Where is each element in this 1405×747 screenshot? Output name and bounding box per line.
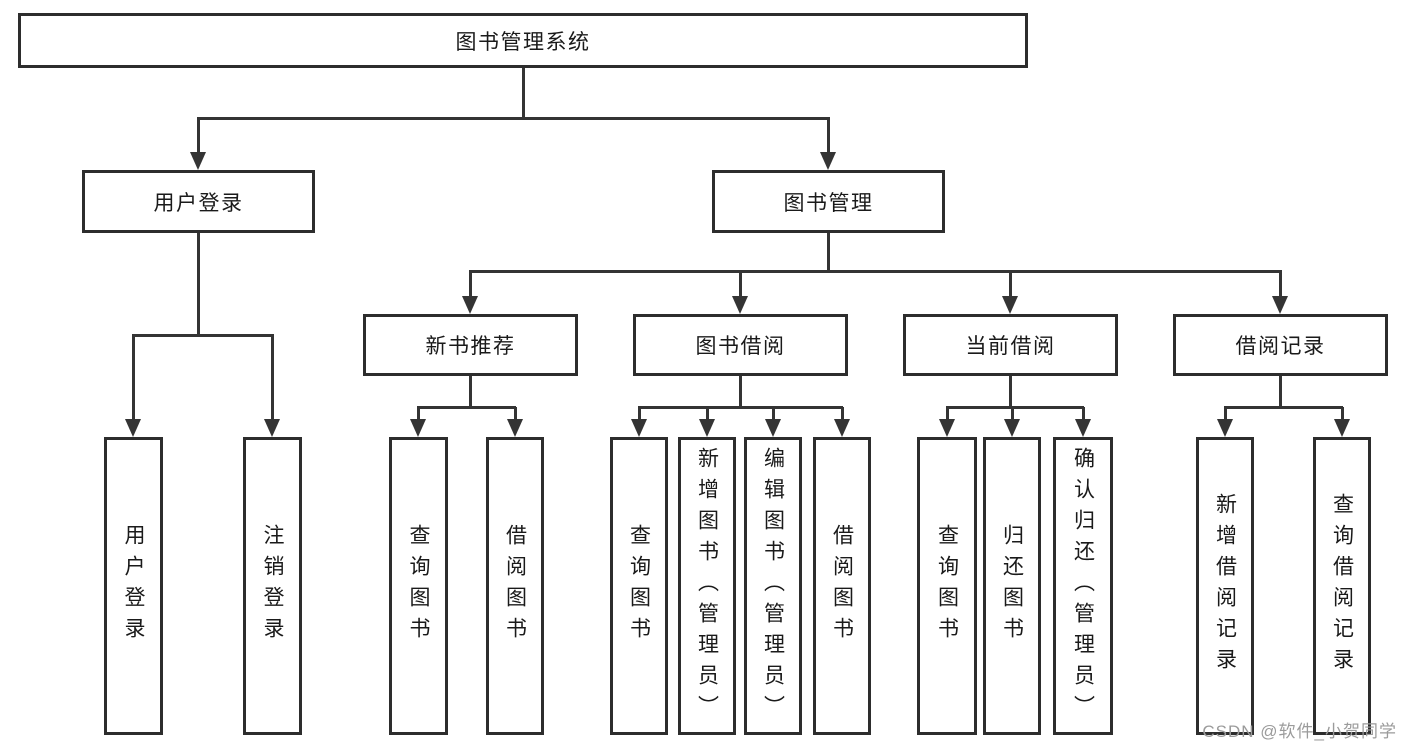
leaf-label: 查询图书 bbox=[935, 524, 959, 648]
leaf-borrow-books-1: 借阅图书 bbox=[486, 437, 544, 735]
arrow-down-icon bbox=[1272, 296, 1288, 314]
leaf-query-books-1: 查询图书 bbox=[389, 437, 448, 735]
arrow-down-icon bbox=[1075, 419, 1091, 437]
connector-line bbox=[946, 407, 949, 420]
leaf-add-books-admin: 新增图书（管理员） bbox=[678, 437, 736, 735]
leaf-label: 编辑图书（管理员） bbox=[761, 446, 785, 726]
arrow-down-icon bbox=[1004, 419, 1020, 437]
node-borrow-record: 借阅记录 bbox=[1173, 314, 1388, 376]
leaf-return-books: 归还图书 bbox=[983, 437, 1041, 735]
node-label: 新书推荐 bbox=[425, 335, 516, 358]
leaf-add-borrow-record: 新增借阅记录 bbox=[1196, 437, 1254, 735]
connector-line bbox=[827, 118, 830, 154]
connector-line bbox=[469, 270, 1282, 273]
arrow-down-icon bbox=[1217, 419, 1233, 437]
node-label: 图书管理 bbox=[783, 191, 874, 215]
arrow-down-icon bbox=[410, 419, 426, 437]
arrow-down-icon bbox=[732, 296, 748, 314]
node-label: 当前借阅 bbox=[965, 335, 1056, 358]
node-label: 图书借阅 bbox=[695, 335, 786, 358]
connector-line bbox=[514, 407, 517, 420]
connector-line bbox=[271, 335, 274, 420]
node-label: 用户登录 bbox=[153, 191, 244, 215]
connector-line bbox=[841, 407, 844, 420]
connector-line bbox=[739, 272, 742, 298]
node-library-system: 图书管理系统 bbox=[18, 13, 1028, 68]
leaf-label: 新增图书（管理员） bbox=[695, 446, 719, 726]
connector-line bbox=[827, 233, 830, 272]
leaf-label: 用户登录 bbox=[122, 524, 145, 648]
node-label: 借阅记录 bbox=[1235, 335, 1326, 358]
connector-line bbox=[197, 117, 830, 120]
connector-line bbox=[772, 407, 775, 420]
arrow-down-icon bbox=[1334, 419, 1350, 437]
node-book-management: 图书管理 bbox=[712, 170, 945, 233]
leaf-query-books-2: 查询图书 bbox=[610, 437, 668, 735]
leaf-query-borrow-record: 查询借阅记录 bbox=[1313, 437, 1371, 735]
leaf-label: 借阅图书 bbox=[503, 524, 527, 648]
arrow-down-icon bbox=[631, 419, 647, 437]
leaf-user-login: 用户登录 bbox=[104, 437, 163, 735]
connector-line bbox=[739, 376, 742, 407]
connector-line bbox=[1279, 376, 1282, 407]
connector-line bbox=[1224, 406, 1343, 409]
connector-line bbox=[132, 334, 274, 337]
leaf-label: 归还图书 bbox=[1000, 524, 1024, 648]
connector-line bbox=[417, 406, 516, 409]
connector-line bbox=[469, 376, 472, 407]
watermark: CSDN @软件_小贺同学 bbox=[1202, 722, 1397, 741]
leaf-label: 查询图书 bbox=[407, 524, 430, 648]
arrow-down-icon bbox=[939, 419, 955, 437]
connector-line bbox=[638, 406, 843, 409]
connector-line bbox=[132, 335, 135, 420]
leaf-edit-books-admin: 编辑图书（管理员） bbox=[744, 437, 802, 735]
arrow-down-icon bbox=[264, 419, 280, 437]
arrow-down-icon bbox=[699, 419, 715, 437]
node-label: 图书管理系统 bbox=[455, 30, 591, 54]
connector-line bbox=[1082, 407, 1085, 420]
leaf-confirm-return-admin: 确认归还（管理员） bbox=[1053, 437, 1113, 735]
leaf-label: 查询图书 bbox=[627, 524, 651, 648]
connector-line bbox=[1009, 272, 1012, 298]
leaf-label: 借阅图书 bbox=[830, 524, 854, 648]
connector-line bbox=[417, 407, 420, 420]
arrow-down-icon bbox=[462, 296, 478, 314]
leaf-borrow-books-2: 借阅图书 bbox=[813, 437, 871, 735]
arrow-down-icon bbox=[834, 419, 850, 437]
arrow-down-icon bbox=[820, 152, 836, 170]
node-current-borrow: 当前借阅 bbox=[903, 314, 1118, 376]
connector-line bbox=[1009, 376, 1012, 407]
leaf-label: 注销登录 bbox=[261, 524, 284, 648]
node-book-borrow: 图书借阅 bbox=[633, 314, 848, 376]
node-user-login: 用户登录 bbox=[82, 170, 315, 233]
arrow-down-icon bbox=[190, 152, 206, 170]
arrow-down-icon bbox=[507, 419, 523, 437]
connector-line bbox=[469, 272, 472, 298]
connector-line bbox=[197, 233, 200, 336]
connector-line bbox=[522, 68, 525, 119]
arrow-down-icon bbox=[1002, 296, 1018, 314]
leaf-logout: 注销登录 bbox=[243, 437, 302, 735]
node-new-book-recommend: 新书推荐 bbox=[363, 314, 578, 376]
leaf-label: 确认归还（管理员） bbox=[1071, 446, 1095, 726]
connector-line bbox=[1011, 407, 1014, 420]
leaf-query-books-3: 查询图书 bbox=[917, 437, 977, 735]
arrow-down-icon bbox=[765, 419, 781, 437]
leaf-label: 新增借阅记录 bbox=[1213, 493, 1237, 679]
connector-line bbox=[1224, 407, 1227, 420]
leaf-label: 查询借阅记录 bbox=[1330, 493, 1354, 679]
connector-line bbox=[1341, 407, 1344, 420]
connector-line bbox=[1279, 272, 1282, 298]
connector-line bbox=[946, 406, 1084, 409]
connector-line bbox=[197, 118, 200, 154]
connector-line bbox=[638, 407, 641, 420]
connector-line bbox=[706, 407, 709, 420]
arrow-down-icon bbox=[125, 419, 141, 437]
